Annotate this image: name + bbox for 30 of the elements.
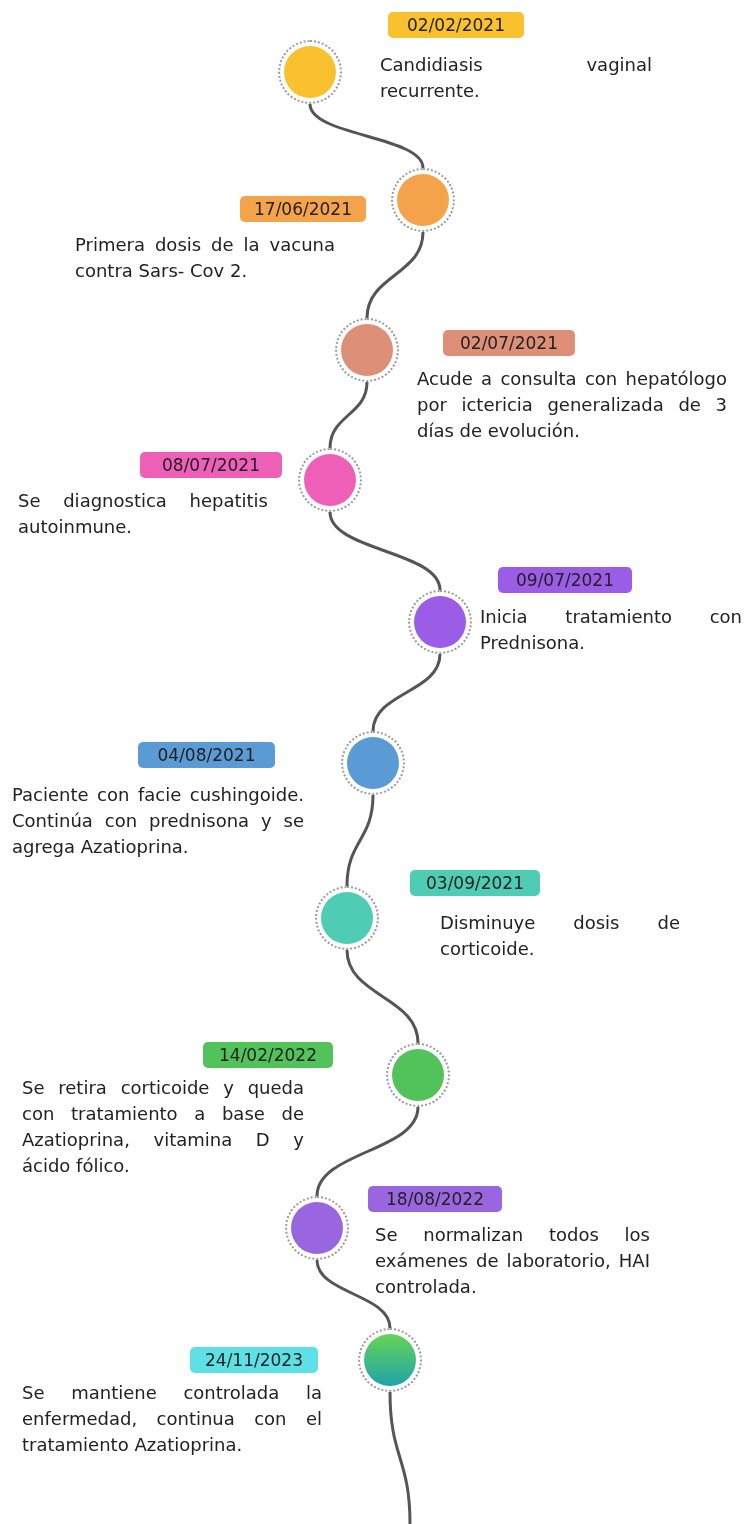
date-badge: 08/07/2021 [140,452,282,478]
winding-path [388,1391,412,1524]
date-badge: 02/07/2021 [443,330,575,356]
winding-path [328,511,442,591]
winding-path [328,381,369,449]
event-description: Paciente con facie cushingoide. Continúa con prednisona y se agrega Azatioprina. [12,783,304,859]
date-badge: 04/08/2021 [138,742,275,768]
winding-path [345,794,375,887]
date-badge: 18/08/2022 [368,1186,502,1212]
event-description: Se normalizan todos los exámenes de laboratorio, HAI controlada. [375,1223,650,1299]
event-description: Disminuye dosis de corticoide. [440,911,680,961]
date-badge: 24/11/2023 [190,1347,318,1373]
event-description: Primera dosis de la vacuna contra Sars- Cov 2. [75,233,335,283]
winding-path [315,1259,392,1329]
date-badge: 09/07/2021 [498,567,632,593]
event-description: Candidiasis vaginal recurrente. [380,53,652,103]
date-badge: 03/09/2021 [410,870,540,896]
date-badge: 14/02/2022 [203,1042,333,1068]
event-description: Acude a consulta con hepatólogo por ictericia generalizada de 3 días de evolución. [417,367,727,443]
event-description: Se retira corticoide y queda con tratamiento a base de Azatioprina, vitamina D y ácido fólico. [22,1076,304,1178]
date-badge: 02/02/2021 [388,12,524,38]
date-badge: 17/06/2021 [240,196,366,222]
winding-path [365,231,425,319]
winding-path [371,653,442,732]
winding-path [308,103,425,169]
event-description: Se diagnostica hepatitis autoinmune. [18,489,268,539]
event-description: Inicia tratamiento con Prednisona. [480,605,742,655]
winding-path [345,949,420,1044]
winding-path [315,1106,420,1197]
event-description: Se mantiene controlada la enfermedad, continua con el tratamiento Azatioprina. [22,1381,322,1457]
